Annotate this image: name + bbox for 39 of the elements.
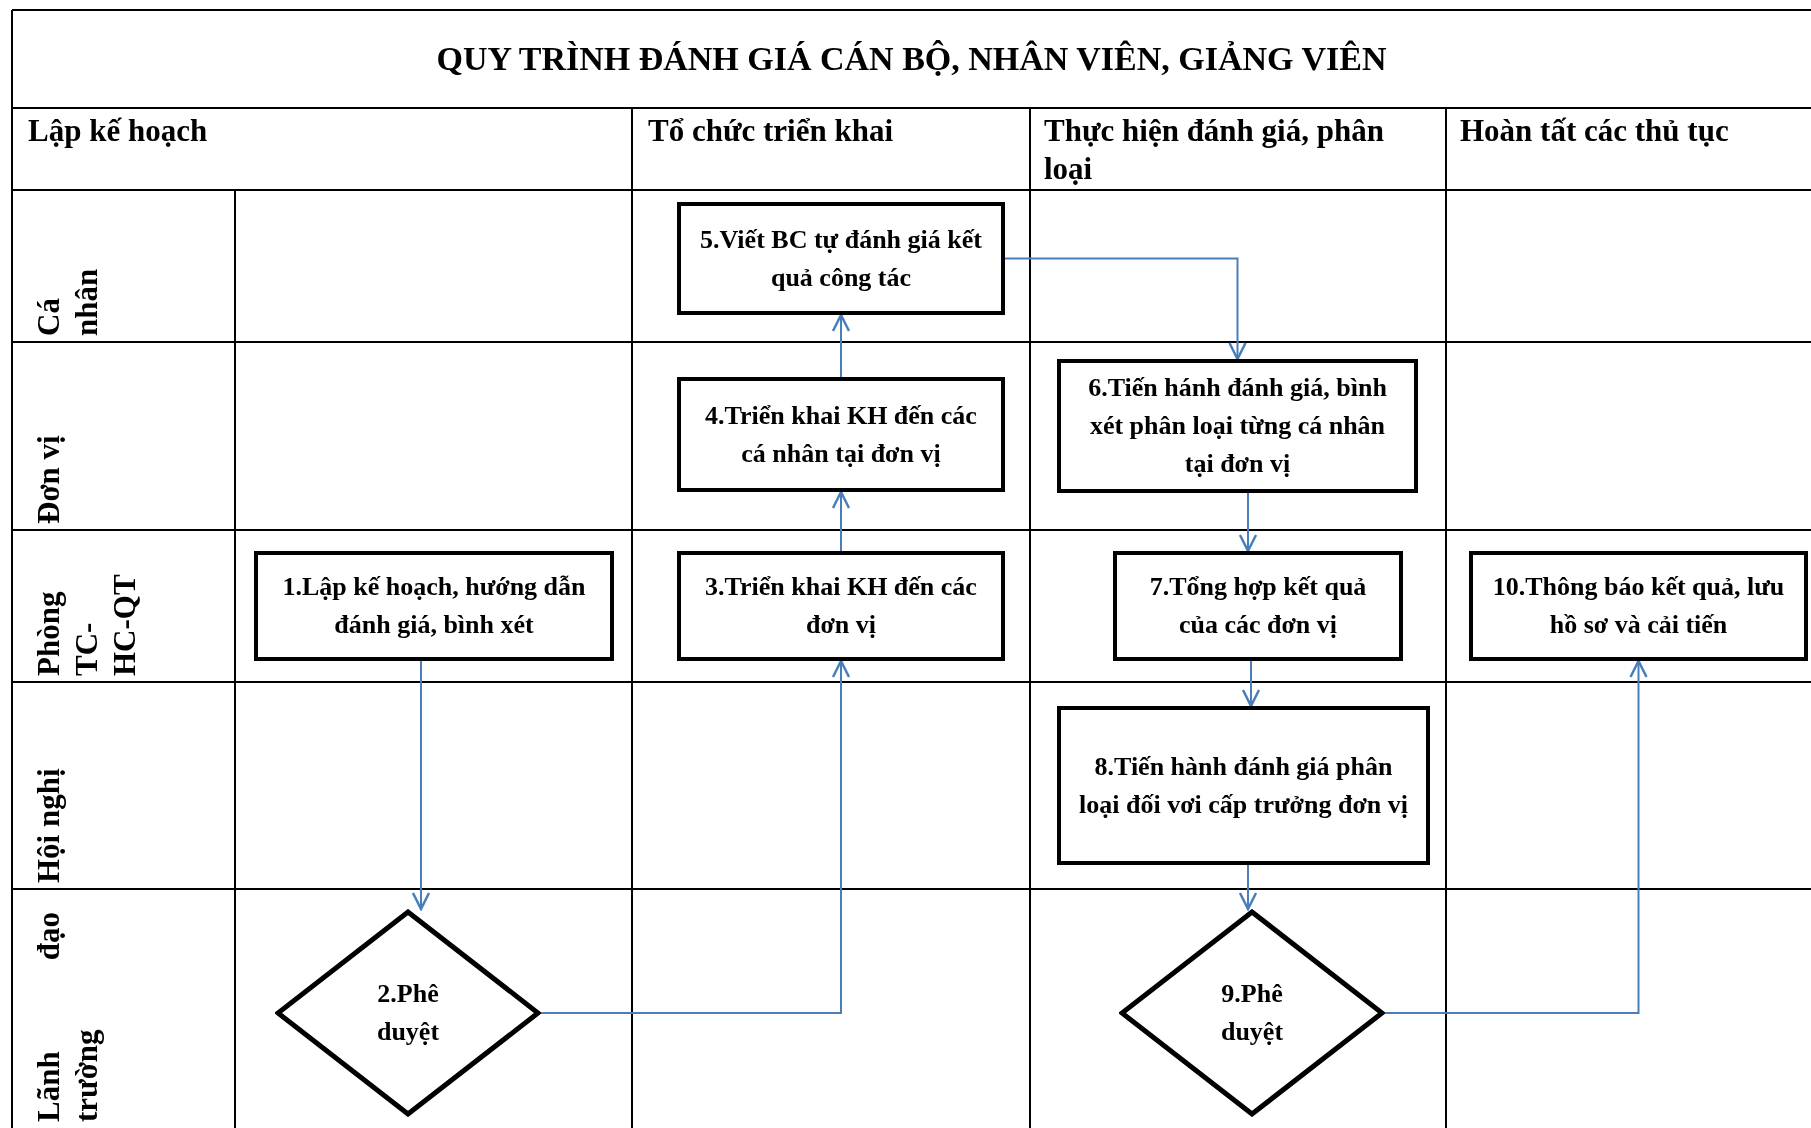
arrow (1238, 492, 1258, 553)
lane-header: Thực hiện đánh giá, phân loại (1044, 112, 1385, 188)
process-box (1057, 359, 1418, 493)
process-box (677, 377, 1005, 492)
arrow (1004, 257, 1247, 361)
process-box (1113, 551, 1403, 661)
step-text: 9.Phê duyệt (1219, 978, 1285, 1048)
lane-header: Tổ chức triển khai (648, 112, 895, 150)
step-text: 2.Phê duyệt (375, 978, 441, 1048)
lane-header: Cá nhân (30, 267, 105, 336)
step-text: 4.Triển khai KH đến các cá nhân tại đơn vị (704, 399, 978, 470)
arrow (411, 660, 431, 911)
lane-header: Hội nghị (30, 767, 67, 883)
step-text: 7.Tổng hợp kết quả của các đơn vị (1148, 571, 1368, 641)
process-box (677, 202, 1005, 315)
arrow (1384, 659, 1648, 1014)
step-text: 6.Tiến hánh đánh giá, bình xét phân loại từng cá nhân tại đơn vị (1087, 372, 1388, 480)
arrow (1238, 864, 1258, 911)
process-box (254, 551, 614, 661)
arrow (831, 313, 851, 378)
process-box (1469, 551, 1808, 661)
arrow (1241, 660, 1261, 708)
decision-diamond (275, 909, 541, 1117)
title: QUY TRÌNH ĐÁNH GIÁ CÁN BỘ, NHÂN VIÊN, GIẢNG VIÊN (436, 40, 1387, 78)
arrow (831, 490, 851, 552)
lane-header: Lập kế hoạch (28, 112, 209, 150)
lane-header: Hoàn tất các thủ tục (1460, 112, 1730, 150)
step-text: 8.Tiến hành đánh giá phân loại đối vơi cấp trưởng đơn vị (1078, 750, 1409, 821)
process-box (1057, 706, 1430, 865)
lane-header: Phòng TC-HC-QT (30, 573, 143, 676)
arrow (540, 659, 851, 1014)
step-text: 3.Triển khai KH đến các đơn vị (704, 571, 978, 641)
lane-header: Lãnh đạo trường (30, 912, 105, 1122)
process-box (677, 551, 1005, 661)
lane-header: Đơn vị (30, 434, 67, 524)
decision-diamond (1119, 909, 1385, 1117)
step-text: 5.Viết BC tự đánh giá kết quả công tác (699, 223, 983, 294)
step-text: 10.Thông báo kết quả, lưu hồ sơ và cải tiến (1491, 571, 1786, 641)
step-text: 1.Lập kế hoạch, hướng dẫn đánh giá, bình xét (281, 571, 587, 641)
